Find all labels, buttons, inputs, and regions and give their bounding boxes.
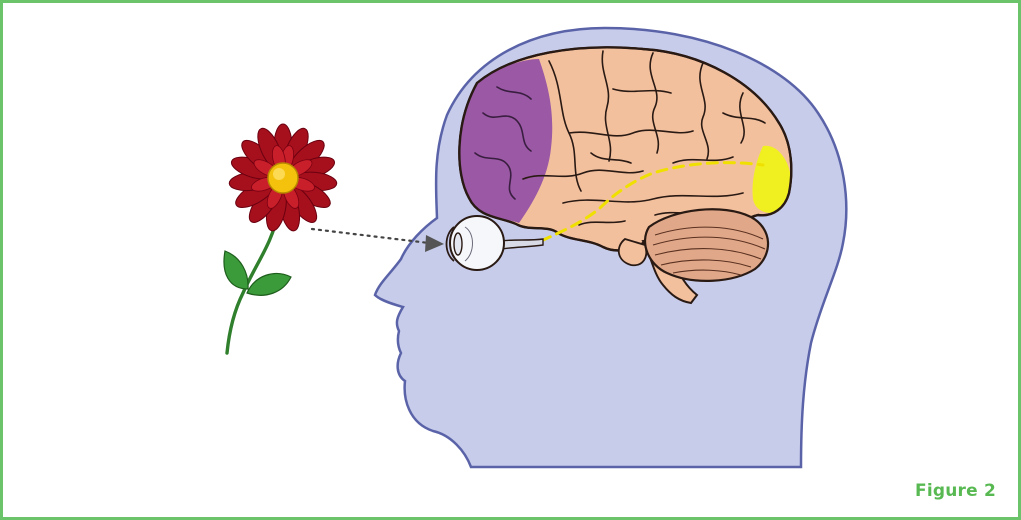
sight-line (312, 229, 429, 243)
vision-diagram (3, 3, 1018, 517)
figure-caption: Figure 2 (915, 481, 996, 501)
flower-icon (224, 124, 338, 353)
